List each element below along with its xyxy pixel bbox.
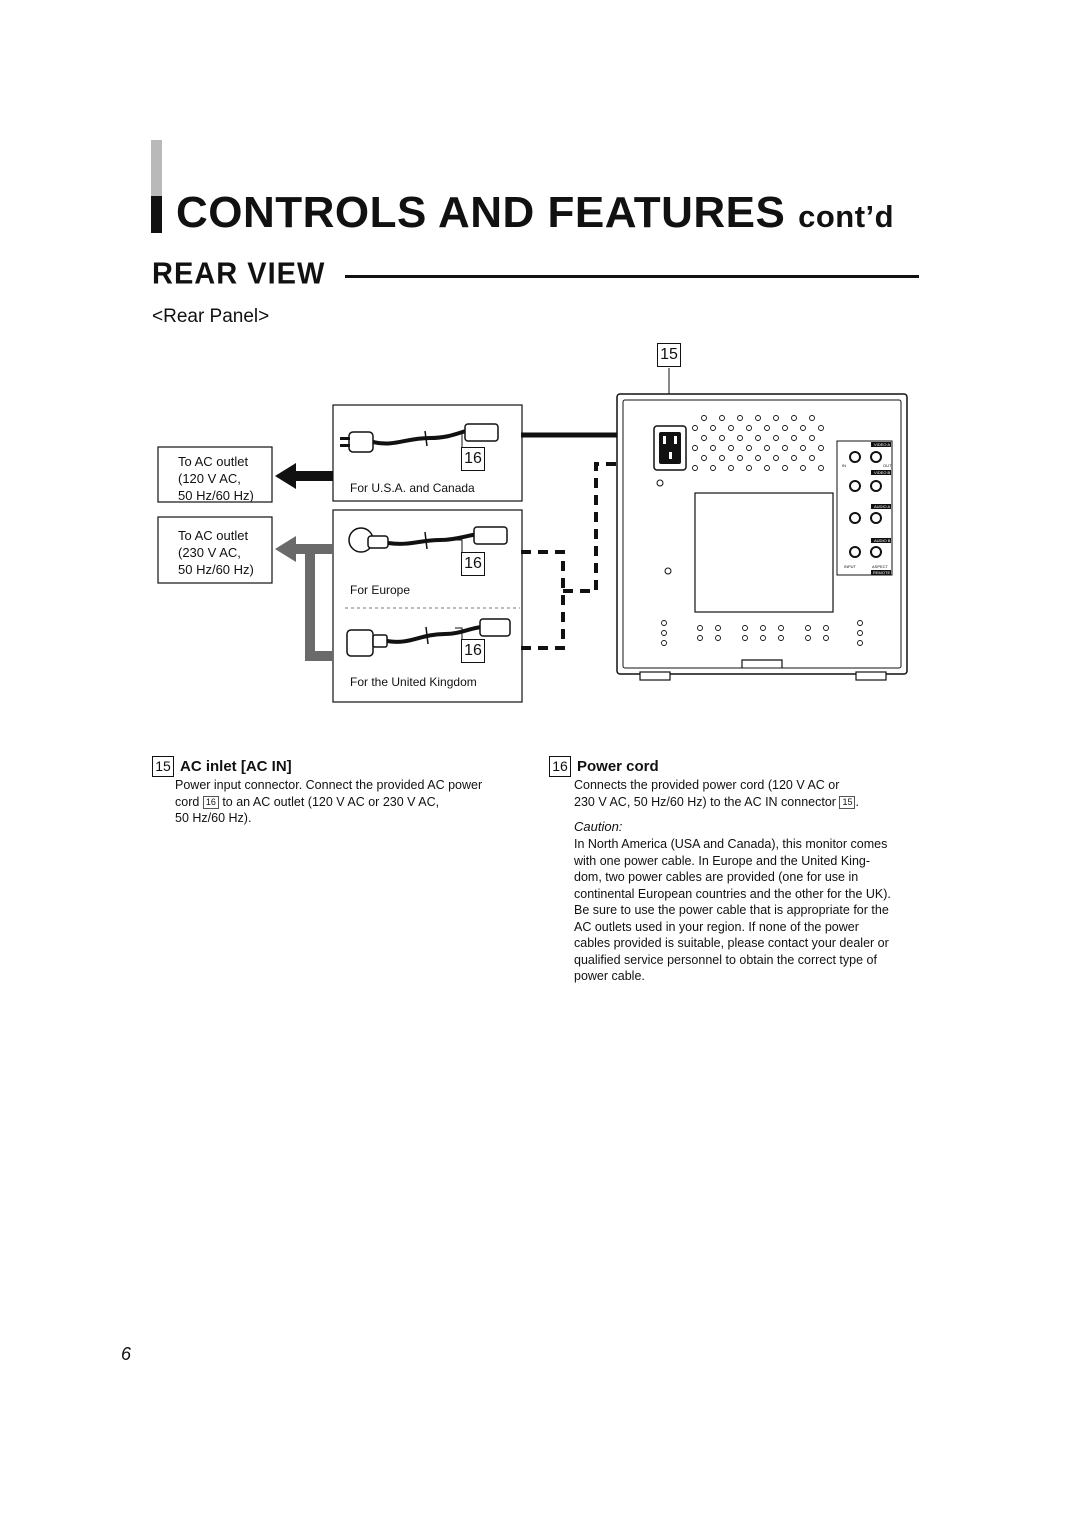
uk-plug-icon — [346, 618, 511, 657]
usa-plug-icon — [340, 423, 499, 453]
panel-label-input: INPUT — [844, 564, 856, 569]
page-title-suffix: cont’d — [798, 199, 895, 234]
cord-eu-uk-box — [332, 509, 523, 703]
panel-label-in: IN — [842, 463, 846, 468]
eu-uk-dashed-link — [521, 550, 565, 650]
arrow-to-230v — [275, 536, 333, 562]
item-16-heading: 16 Power cord — [549, 756, 659, 777]
outlet-120-box — [157, 446, 273, 503]
caution-heading: Caution: — [574, 819, 623, 834]
caution-line: In North America (USA and Canada), this … — [574, 837, 888, 851]
item-15-number: 15 — [152, 756, 174, 777]
caution-line: continental European countries and the o… — [574, 886, 891, 901]
caution-line: dom, two power cables are provided (one … — [574, 870, 859, 884]
item-16-line2b: . — [855, 794, 859, 809]
cord-usa-caption: For U.S.A. and Canada — [350, 481, 475, 495]
caution-text: In North America (USA and Canada), this … — [574, 836, 934, 985]
arrow-to-120v — [275, 463, 333, 489]
callout-16-uk: 16 — [461, 639, 485, 663]
item-15-description: Power input connector. Connect the provi… — [175, 777, 535, 827]
callout-15: 15 — [657, 343, 681, 367]
grey-link — [305, 549, 333, 661]
title-accent-bar-dark — [151, 196, 162, 233]
panel-label-out: OUT — [883, 463, 892, 468]
item-16-ref: 15 — [839, 795, 856, 809]
item-15-line1: Power input connector. Connect the provi… — [175, 778, 483, 792]
cord-uk-caption: For the United Kingdom — [350, 675, 477, 689]
outlet-120-label: To AC outlet (120 V AC, 50 Hz/60 Hz) — [178, 453, 254, 504]
caution-line: with one power cable. In Europe and the … — [574, 853, 871, 868]
item-15-heading: 15 AC inlet [AC IN] — [152, 756, 292, 777]
monitor-rear-panel — [616, 393, 908, 681]
panel-label-audio-a: AUDIO A — [874, 504, 891, 509]
outlet-120-line2: (120 V AC, — [178, 471, 241, 486]
panel-label-video-a: VIDEO A — [874, 442, 891, 447]
caution-line: qualified service personnel to obtain th… — [574, 952, 877, 967]
outlet-230-box — [157, 516, 273, 584]
item-15-line2: cord 16 to an AC outlet (120 V AC or 230… — [175, 794, 535, 811]
item-16-line2a: 230 V AC, 50 Hz/60 Hz) to the AC IN conn… — [574, 794, 836, 809]
caution-line: cables provided is suitable, please cont… — [574, 936, 889, 950]
outlet-230-line2: (230 V AC, — [178, 545, 241, 560]
outlet-120-line1: To AC outlet — [178, 454, 249, 469]
europe-plug-icon — [348, 526, 508, 553]
outlet-120-line3: 50 Hz/60 Hz) — [178, 488, 254, 503]
caution-line: AC outlets used in your region. If none … — [574, 919, 859, 934]
cord-europe-caption: For Europe — [350, 583, 411, 597]
caution-line: Be sure to use the power cable that is a… — [574, 903, 889, 917]
item-16-description: Connects the provided power cord (120 V … — [574, 777, 934, 810]
page-title-main: CONTROLS AND FEATURES — [176, 188, 786, 237]
page-number: 6 — [121, 1344, 132, 1364]
panel-label-aspect: ASPECT — [872, 564, 889, 569]
item-16-number: 16 — [549, 756, 571, 777]
subsection-title: <Rear Panel> — [152, 306, 270, 327]
caution-line: power cable. — [574, 969, 645, 983]
item-15-line2a: cord — [175, 794, 200, 809]
outlet-230-label: To AC outlet (230 V AC, 50 Hz/60 Hz) — [178, 527, 254, 578]
callout-16-europe: 16 — [461, 552, 485, 576]
panel-label-audio-b: AUDIO B — [874, 538, 891, 543]
item-16-line1: Connects the provided power cord (120 V … — [574, 778, 840, 792]
page-title: CONTROLS AND FEATURES cont’d — [176, 188, 894, 238]
item-15-line3: 50 Hz/60 Hz). — [175, 811, 252, 825]
panel-label-remote: REMOTE — [873, 570, 891, 575]
outlet-230-line1: To AC outlet — [178, 528, 249, 543]
panel-label-video-b: VIDEO B — [874, 470, 891, 475]
rear-panel-diagram — [157, 368, 908, 703]
outlet-230-line3: 50 Hz/60 Hz) — [178, 562, 254, 577]
section-rule — [345, 275, 919, 278]
callout-16-usa: 16 — [461, 447, 485, 471]
item-15-title: AC inlet [AC IN] — [180, 758, 292, 775]
item-16-title: Power cord — [577, 758, 659, 775]
item-15-line2b: to an AC outlet (120 V AC or 230 V AC, — [222, 794, 440, 809]
title-accent-bar — [151, 140, 162, 196]
cord-usa-box — [332, 404, 523, 502]
section-title: REAR VIEW — [152, 257, 326, 291]
item-15-ref: 16 — [202, 795, 219, 809]
item-16-line2: 230 V AC, 50 Hz/60 Hz) to the AC IN conn… — [574, 794, 934, 811]
